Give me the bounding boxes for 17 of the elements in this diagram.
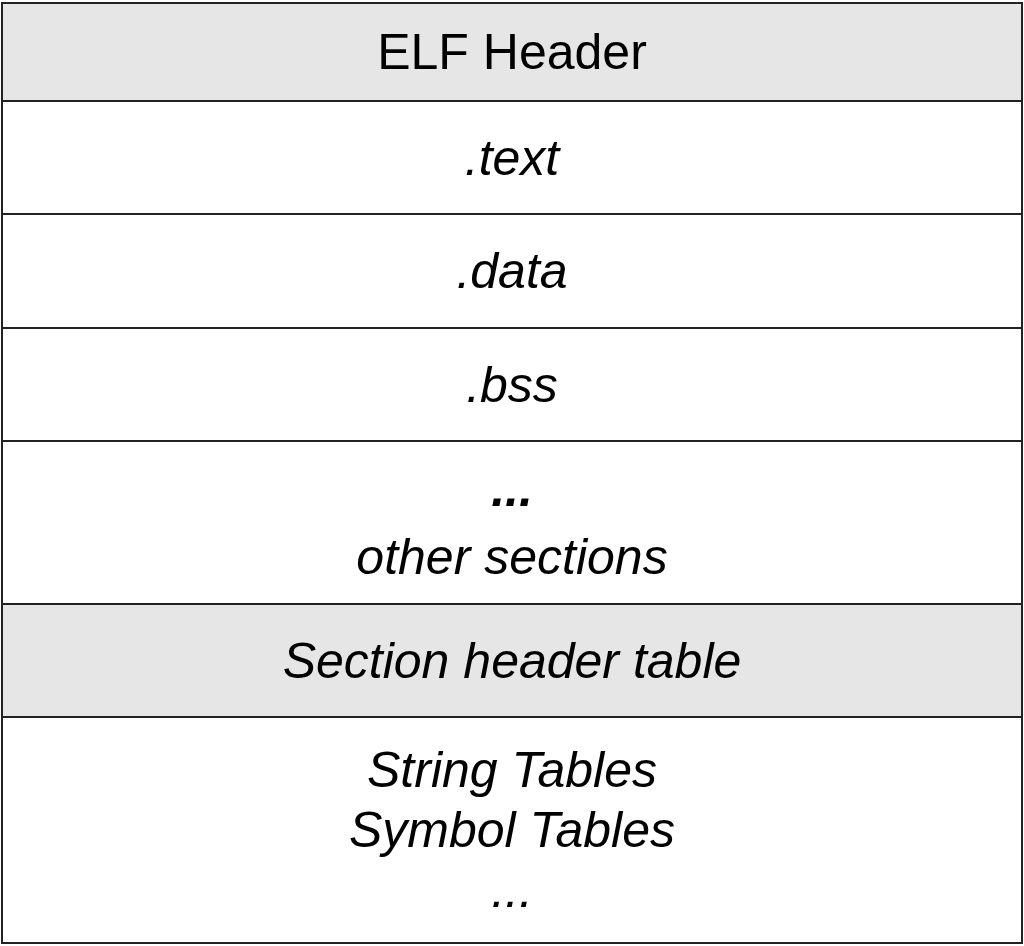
section-row <box>1 327 1023 442</box>
ellipsis: ... <box>491 861 533 920</box>
table-name: Section header table <box>282 631 742 691</box>
table-name: Symbol Tables <box>348 801 676 860</box>
ellipsis: ... <box>491 459 533 519</box>
section-name: other sections <box>356 527 668 587</box>
table-name: String Tables <box>367 741 657 800</box>
section-name: .bss <box>466 355 558 415</box>
header-title: ELF Header <box>377 23 647 82</box>
section-row <box>1 440 1023 605</box>
section-row <box>1 716 1023 944</box>
section-row <box>1 100 1023 215</box>
section-name: .text <box>464 128 560 188</box>
section-row <box>1 213 1023 329</box>
header-row <box>1 2 1023 102</box>
section-name: .data <box>456 242 568 301</box>
table-row <box>1 603 1023 718</box>
